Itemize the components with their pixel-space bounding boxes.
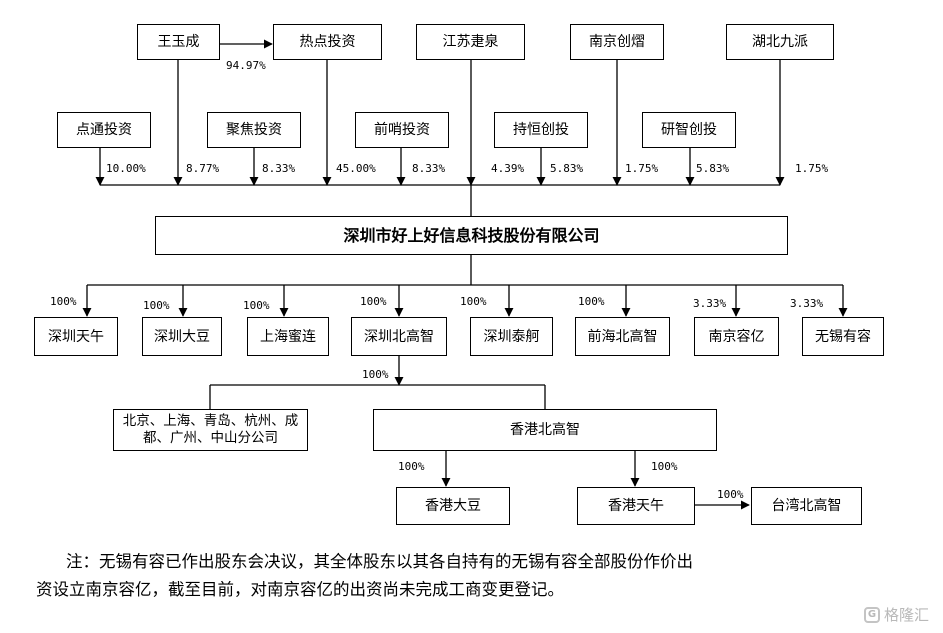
pct-sub-taiting: 100% bbox=[460, 295, 487, 308]
pct-jiangsu: 4.39% bbox=[491, 162, 525, 175]
node-redian: 热点投资 bbox=[273, 24, 382, 60]
node-hk-dadou: 香港大豆 bbox=[396, 487, 510, 525]
footnote: 注：无锡有容已作出股东会决议，其全体股东以其各自持有的无锡有容全部股份作价出 资… bbox=[36, 548, 916, 604]
footnote-line-2: 资设立南京容亿，截至目前，对南京容亿的出资尚未完成工商变更登记。 bbox=[36, 580, 564, 599]
pct-sub-wuxi: 3.33% bbox=[790, 297, 824, 310]
pct-chiheng: 5.83% bbox=[550, 162, 584, 175]
footnote-line-1: 注：无锡有容已作出股东会决议，其全体股东以其各自持有的无锡有容全部股份作价出 bbox=[66, 552, 693, 571]
node-shenzhen-beigaozhi: 深圳北高智 bbox=[351, 317, 447, 356]
watermark: G 格隆汇 bbox=[863, 604, 929, 625]
pct-sub-tianwu: 100% bbox=[50, 295, 77, 308]
node-shenzhen-dadou: 深圳大豆 bbox=[142, 317, 222, 356]
node-shenzhen-taiting: 深圳泰舸 bbox=[470, 317, 553, 356]
pct-wang-to-redian: 94.97% bbox=[226, 59, 266, 72]
watermark-text: 格隆汇 bbox=[883, 606, 929, 624]
node-shenzhen-tianwu: 深圳天午 bbox=[34, 317, 118, 356]
node-nanjing-chuangyi: 南京创熠 bbox=[570, 24, 664, 60]
node-chiheng: 持恒创投 bbox=[494, 112, 588, 148]
pct-hubei: 1.75% bbox=[795, 162, 829, 175]
node-diantong: 点通投资 bbox=[57, 112, 151, 148]
watermark-logo-icon: G bbox=[863, 606, 880, 623]
node-nanjing-rongyi: 南京容亿 bbox=[694, 317, 779, 356]
node-qianshao: 前哨投资 bbox=[355, 112, 449, 148]
pct-sub-qianhai: 100% bbox=[578, 295, 605, 308]
node-shanghai-milian: 上海蜜连 bbox=[247, 317, 329, 356]
pct-sub-beigaozhi: 100% bbox=[360, 295, 387, 308]
pct-beigaozhi-to-hk: 100% bbox=[362, 368, 389, 381]
pct-wang: 8.77% bbox=[186, 162, 220, 175]
node-hubei: 湖北九派 bbox=[726, 24, 834, 60]
pct-hk-to-dadou: 100% bbox=[398, 460, 425, 473]
node-tw-beigaozhi: 台湾北高智 bbox=[751, 487, 862, 525]
pct-nanjing-chuangyi: 1.75% bbox=[625, 162, 659, 175]
pct-tianwu-to-tw: 100% bbox=[717, 488, 744, 501]
node-jiangsu: 江苏疌泉 bbox=[416, 24, 525, 60]
pct-qianshao: 8.33% bbox=[412, 162, 446, 175]
pct-jujiao: 8.33% bbox=[262, 162, 296, 175]
node-yanzhi: 研智创投 bbox=[642, 112, 736, 148]
node-qianhai-beigaozhi: 前海北高智 bbox=[575, 317, 670, 356]
pct-yanzhi: 5.83% bbox=[696, 162, 730, 175]
pct-sub-dadou: 100% bbox=[143, 299, 170, 312]
node-jujiao: 聚焦投资 bbox=[207, 112, 301, 148]
node-main-company: 深圳市好上好信息科技股份有限公司 bbox=[155, 216, 788, 255]
pct-diantong: 10.00% bbox=[106, 162, 146, 175]
node-wang-yucheng: 王玉成 bbox=[137, 24, 220, 60]
pct-sub-milian: 100% bbox=[243, 299, 270, 312]
node-hk-beigaozhi: 香港北高智 bbox=[373, 409, 717, 451]
pct-redian: 45.00% bbox=[336, 162, 376, 175]
pct-sub-nanjing-rongyi: 3.33% bbox=[693, 297, 727, 310]
node-branches: 北京、上海、青岛、杭州、成都、广州、中山分公司 bbox=[113, 409, 308, 451]
pct-hk-to-tianwu: 100% bbox=[651, 460, 678, 473]
node-hk-tianwu: 香港天午 bbox=[577, 487, 695, 525]
node-wuxi-yourong: 无锡有容 bbox=[802, 317, 884, 356]
